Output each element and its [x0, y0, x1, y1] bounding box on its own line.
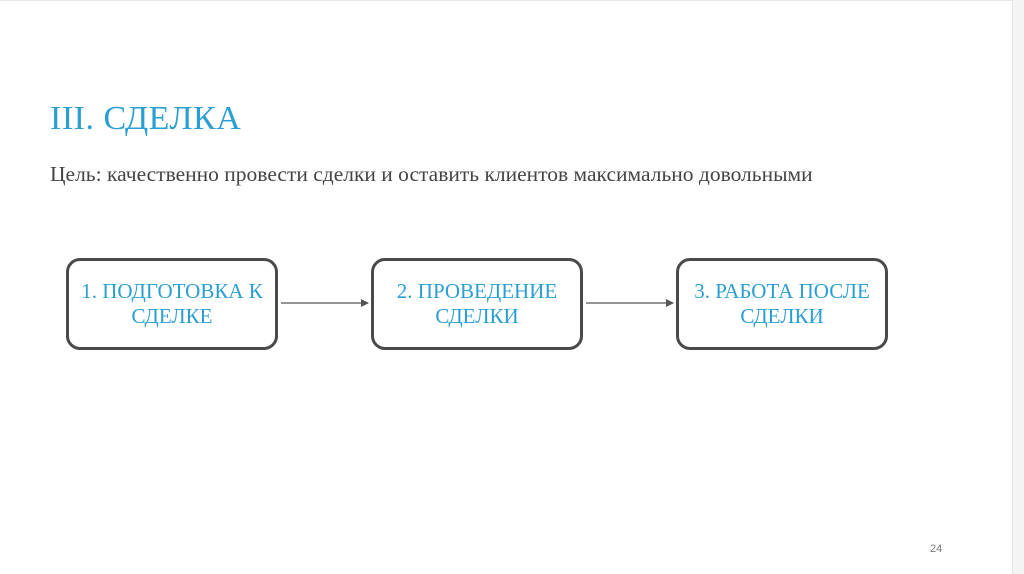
step-box-execution: 2. ПРОВЕДЕНИЕ СДЕЛКИ [371, 258, 583, 350]
step-label: 3. РАБОТА ПОСЛЕ СДЕЛКИ [694, 279, 870, 328]
step-box-after-deal: 3. РАБОТА ПОСЛЕ СДЕЛКИ [676, 258, 888, 350]
step-box-preparation: 1. ПОДГОТОВКА К СДЕЛКЕ [66, 258, 278, 350]
slide-top-edge [0, 0, 1024, 1]
page-number: 24 [930, 543, 943, 555]
goal-text: Цель: качественно провести сделки и оста… [50, 162, 813, 186]
step-label: 2. ПРОВЕДЕНИЕ СДЕЛКИ [396, 279, 558, 328]
slide-right-edge [1012, 0, 1024, 574]
step-label: 1. ПОДГОТОВКА К СДЕЛКЕ [81, 279, 263, 328]
slide-title: III. СДЕЛКА [50, 100, 242, 137]
